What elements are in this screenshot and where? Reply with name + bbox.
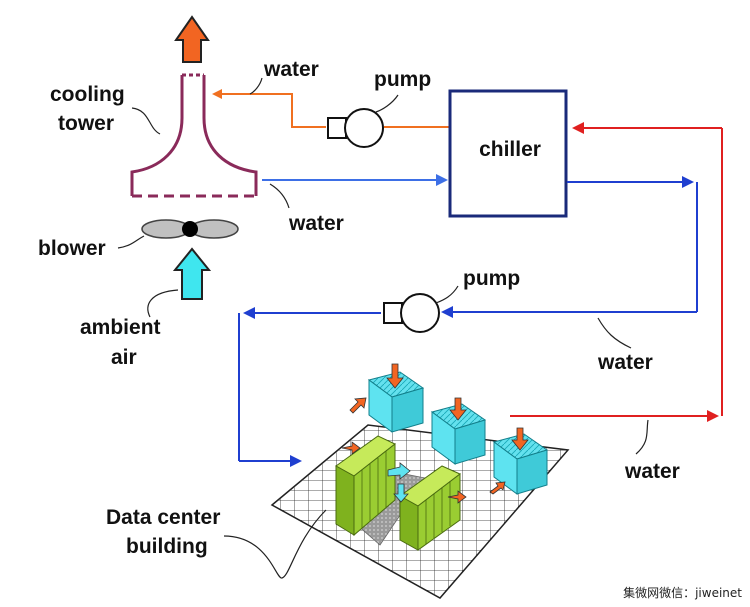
water-label: water (263, 58, 319, 81)
cold-air-arrow-icon (387, 462, 411, 480)
ambient-air-label: ambient (80, 316, 161, 339)
crac-unit (430, 403, 487, 465)
hot-air-arrow-icon (449, 397, 467, 421)
water-label: water (597, 351, 653, 374)
return-water-pipe (510, 122, 723, 422)
server-rack-row (399, 465, 461, 551)
cooling-tower-label: tower (58, 112, 114, 135)
cooling-tower (130, 73, 258, 198)
blower-label: blower (38, 237, 106, 260)
water-label: water (288, 212, 344, 235)
hot-water-pipe (212, 89, 450, 128)
data-center-building (270, 363, 570, 599)
blower-fan-icon (141, 219, 239, 239)
watermark: 集微网微信：jiweinet (623, 585, 742, 600)
hot-air-arrow-icon (489, 481, 506, 495)
hot-air-arrow-icon (386, 363, 404, 389)
ambient-air-label: air (111, 346, 137, 369)
data-center-label: Data center (106, 506, 220, 529)
water-label: water (624, 460, 680, 483)
pump-icon (383, 293, 440, 333)
chilled-water-loop (238, 176, 698, 467)
exhaust-arrow-icon (174, 15, 210, 63)
server-rack-row (335, 435, 396, 537)
pump-label: pump (374, 68, 431, 91)
pump-icon (327, 108, 384, 148)
data-center-label: building (126, 535, 208, 558)
hot-air-arrow-icon (511, 427, 529, 451)
hot-air-arrow-icon (447, 490, 467, 504)
intake-arrow-icon (172, 247, 212, 300)
cold-air-arrow-icon (393, 483, 409, 503)
hot-air-arrow-icon (349, 397, 367, 414)
leader-lines (117, 77, 649, 579)
cooling-tower-label: cooling (50, 83, 125, 106)
hot-air-arrow-icon (341, 441, 361, 455)
pump-label: pump (463, 267, 520, 290)
chiller-box (448, 89, 568, 218)
chiller-label: chiller (479, 138, 541, 161)
